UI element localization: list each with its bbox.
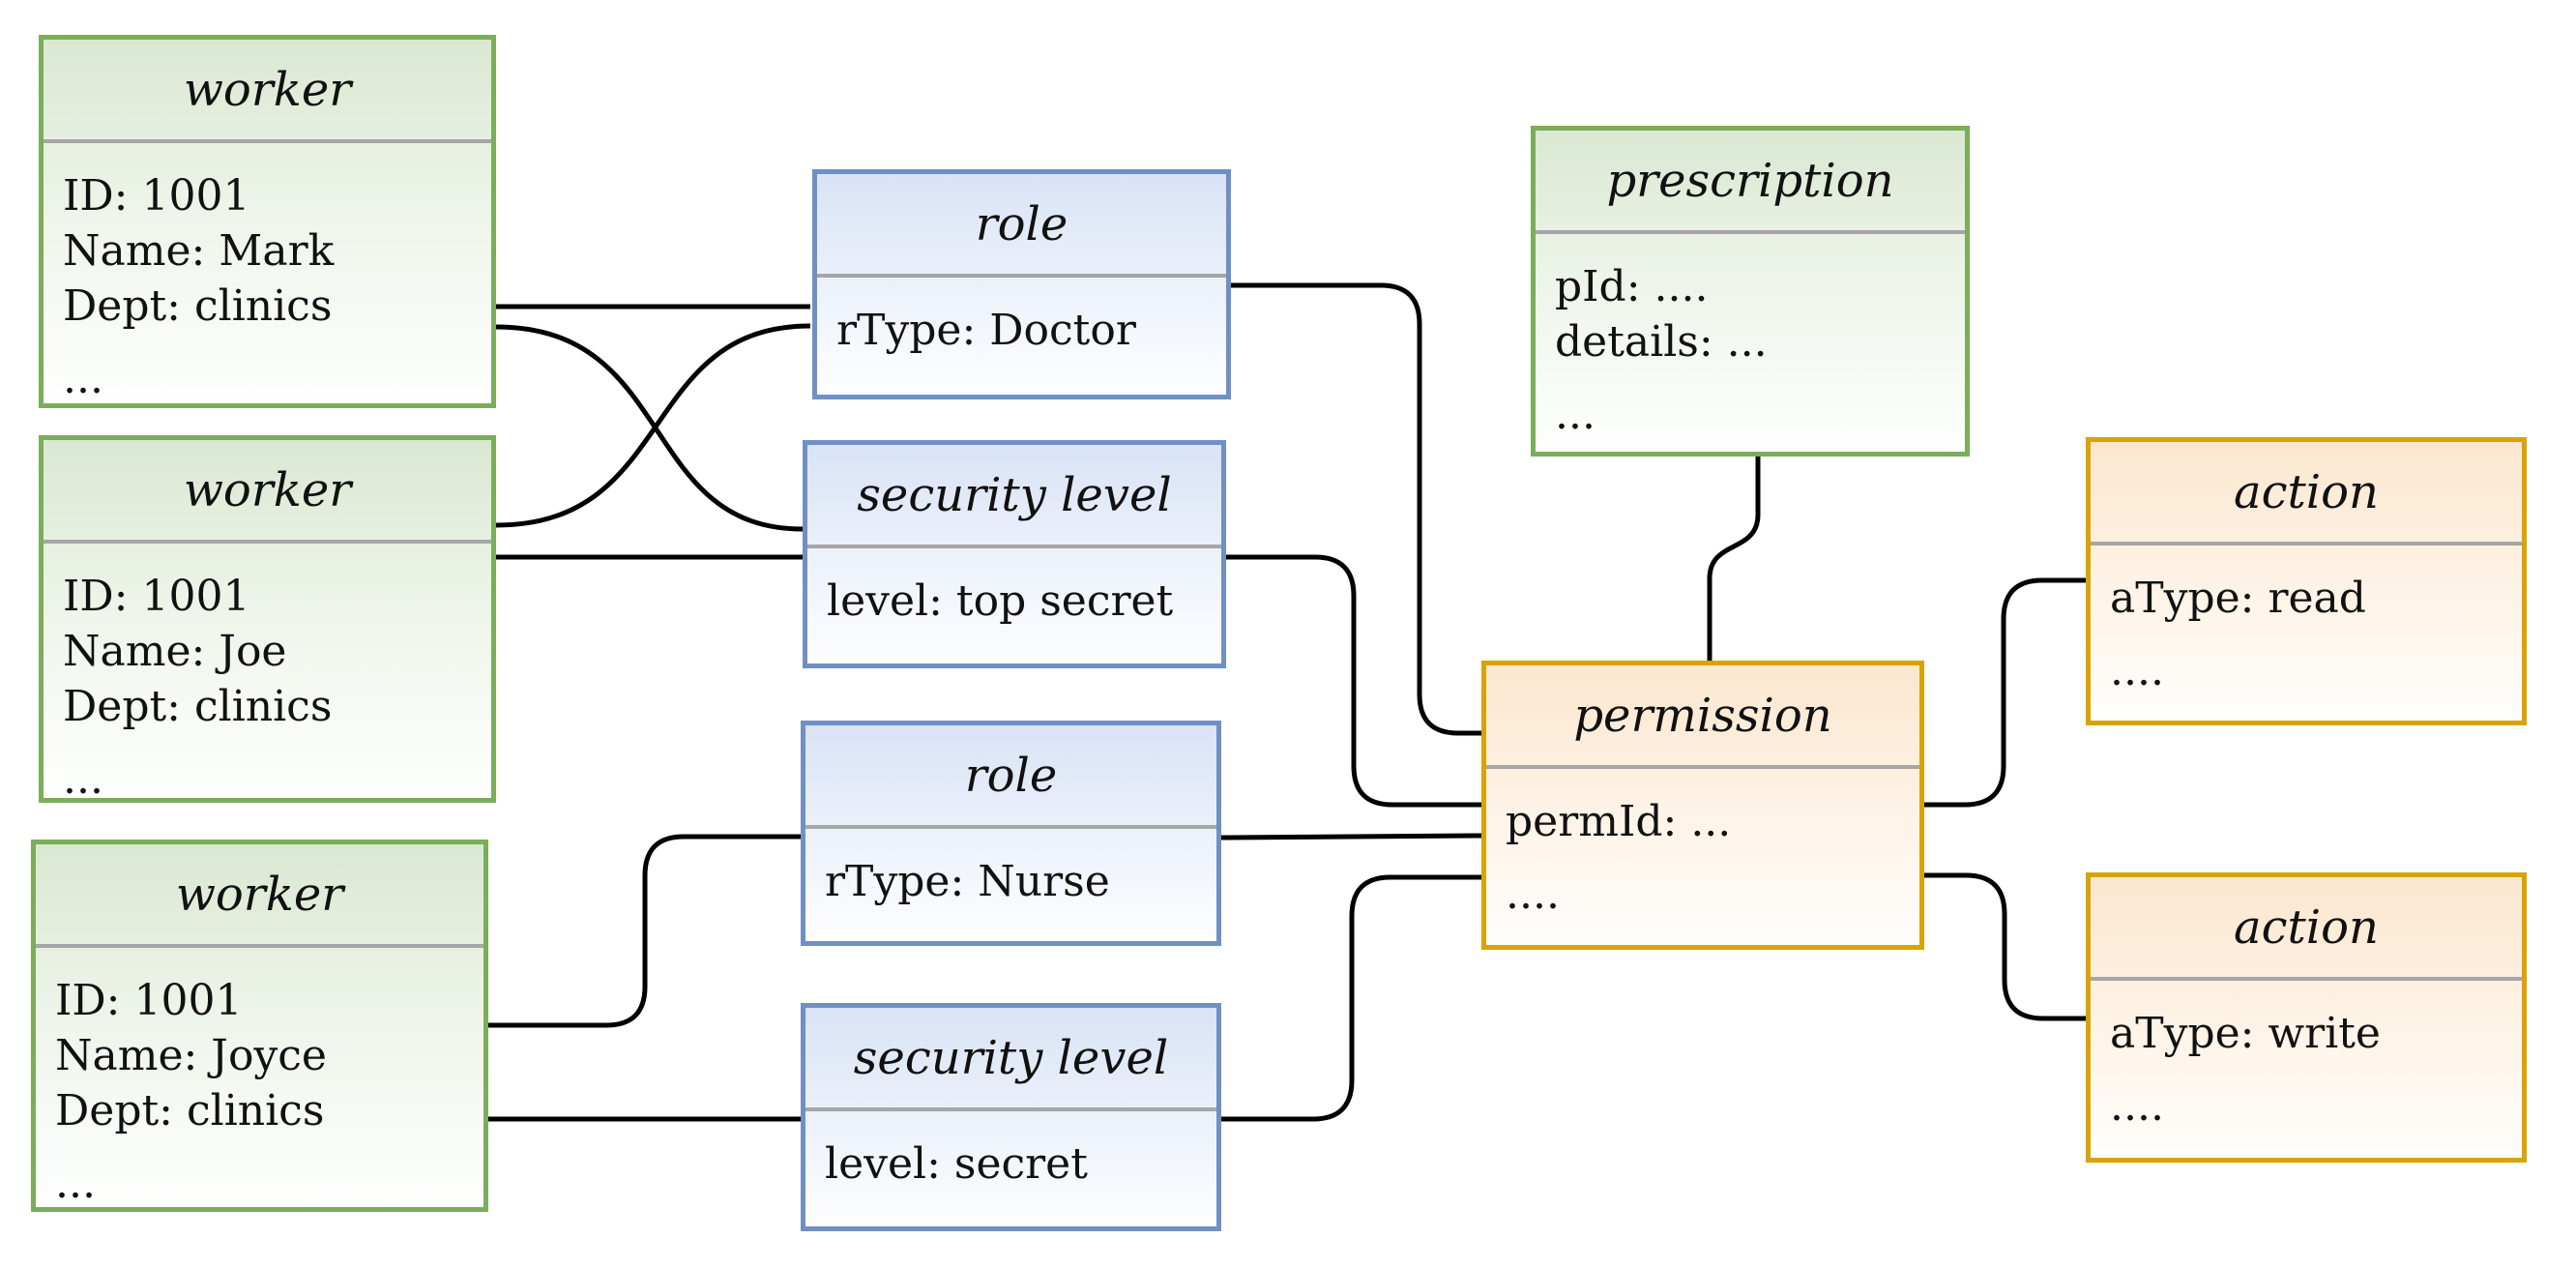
entity-attributes: permId: ... ....: [1486, 769, 1919, 922]
attribute-line: level: top secret: [827, 576, 1174, 626]
connector-prescription-permission: [1707, 457, 1761, 661]
entity-title: role: [817, 174, 1226, 278]
entity-attributes: rType: Doctor: [817, 278, 1226, 358]
entity-title: worker: [44, 440, 491, 544]
entity-attributes: ID: 1001 Name: Joyce Dept: clinics ...: [36, 948, 483, 1211]
entity-title: security level: [807, 445, 1221, 548]
attribute-line: ....: [2110, 1081, 2164, 1131]
entity-title: security level: [805, 1008, 1216, 1111]
attribute-line: Name: Mark: [63, 226, 335, 276]
entity-attributes: aType: write ....: [2091, 981, 2522, 1134]
entity-attributes: rType: Nurse: [805, 829, 1216, 909]
connector-worker-joyce-role-nurse: [488, 834, 801, 1028]
attribute-line: ...: [63, 754, 103, 804]
entity-role-nurse: role rType: Nurse: [801, 721, 1221, 946]
entity-attributes: level: secret: [805, 1111, 1216, 1192]
entity-title: role: [805, 725, 1216, 829]
attribute-line: ID: 1001: [55, 976, 243, 1025]
attribute-line: pId: ....: [1555, 262, 1709, 311]
attribute-line: Name: Joyce: [55, 1031, 327, 1080]
entity-title: worker: [44, 40, 491, 143]
attribute-line: rType: Nurse: [825, 857, 1110, 906]
attribute-line: level: secret: [825, 1139, 1088, 1189]
entity-worker-mark: worker ID: 1001 Name: Mark Dept: clinics…: [39, 35, 496, 408]
entity-title: worker: [36, 844, 483, 948]
attribute-line: aType: write: [2110, 1009, 2381, 1058]
attribute-line: Dept: clinics: [63, 281, 333, 331]
connector-worker-mark-security-top-secret: [495, 324, 804, 532]
connector-role-doctor-permission: [1231, 282, 1481, 736]
attribute-line: ID: 1001: [63, 572, 250, 621]
entity-permission: permission permId: ... ....: [1481, 661, 1924, 950]
attribute-line: ....: [2110, 646, 2164, 695]
attribute-line: Name: Joe: [63, 627, 287, 676]
entity-action-write: action aType: write ....: [2086, 872, 2527, 1163]
attribute-line: permId: ...: [1506, 797, 1732, 846]
entity-attributes: ID: 1001 Name: Mark Dept: clinics ...: [44, 143, 491, 406]
attribute-line: ....: [1506, 870, 1560, 919]
entity-role-doctor: role rType: Doctor: [812, 169, 1231, 399]
entity-prescription: prescription pId: .... details: ... ...: [1531, 126, 1970, 457]
entity-attributes: ID: 1001 Name: Joe Dept: clinics ...: [44, 544, 491, 807]
attribute-line: rType: Doctor: [836, 306, 1136, 355]
entity-title: action: [2091, 877, 2522, 981]
attribute-line: Dept: clinics: [55, 1086, 325, 1135]
connector-security-top-secret-permission: [1226, 554, 1481, 808]
entity-action-read: action aType: read ....: [2086, 437, 2527, 725]
entity-security-level-top-secret: security level level: top secret: [803, 440, 1226, 668]
attribute-line: aType: read: [2110, 574, 2366, 623]
connector-role-nurse-permission: [1220, 833, 1482, 840]
entity-title: action: [2091, 442, 2522, 546]
connector-permission-action-read: [1924, 577, 2086, 808]
attribute-line: ...: [63, 354, 103, 403]
entity-attributes: level: top secret: [807, 548, 1221, 629]
connector-worker-joe-role-doctor: [495, 323, 811, 528]
entity-attributes: aType: read ....: [2091, 546, 2522, 698]
connector-security-secret-permission: [1221, 874, 1481, 1122]
attribute-line: ...: [1555, 390, 1595, 439]
entity-worker-joyce: worker ID: 1001 Name: Joyce Dept: clinic…: [31, 840, 488, 1212]
attribute-line: details: ...: [1555, 317, 1768, 367]
entity-title: prescription: [1536, 131, 1965, 234]
entity-security-level-secret: security level level: secret: [801, 1003, 1221, 1231]
entity-worker-joe: worker ID: 1001 Name: Joe Dept: clinics …: [39, 435, 496, 804]
attribute-line: Dept: clinics: [63, 682, 333, 731]
attribute-line: ...: [55, 1159, 96, 1208]
entity-attributes: pId: .... details: ... ...: [1536, 234, 1965, 442]
attribute-line: ID: 1001: [63, 171, 250, 221]
connector-permission-action-write: [1924, 872, 2086, 1021]
entity-title: permission: [1486, 665, 1919, 769]
